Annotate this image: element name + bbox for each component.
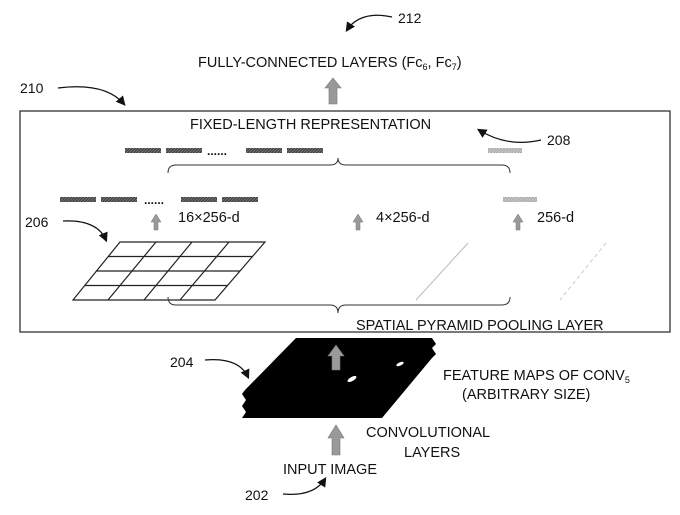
- up-arrow-icon: [327, 424, 345, 456]
- ref-206: 206: [25, 214, 49, 230]
- bin: [181, 197, 217, 202]
- up-arrow-icon: [150, 213, 162, 231]
- pooling-grid-2x2: [415, 242, 469, 301]
- ref-202-arrow: [282, 476, 327, 495]
- ellipsis: ......: [207, 144, 227, 158]
- ref-210-arrow: [57, 86, 126, 106]
- layers-label: LAYERS: [404, 445, 460, 461]
- spp-layer-box: [19, 110, 671, 333]
- ref-210: 210: [20, 80, 44, 96]
- dim-16x256: 16×256-d: [178, 210, 240, 226]
- ref-204: 204: [170, 354, 194, 370]
- bin-light: [503, 197, 537, 202]
- pooling-grid-1x1: [559, 242, 607, 301]
- dim-4x256: 4×256-d: [376, 210, 430, 226]
- fixed-length-vector: ......: [125, 144, 522, 158]
- ref-206-arrow: [62, 220, 108, 243]
- bottom-brace: [167, 296, 511, 314]
- feature-maps-stack: [242, 338, 436, 418]
- vector-bin: [287, 148, 323, 153]
- vector-bin: [166, 148, 202, 153]
- pooled-bins-row: ......: [60, 193, 537, 207]
- up-arrow-icon: [352, 213, 364, 231]
- convolutional-label: CONVOLUTIONAL: [366, 425, 490, 441]
- ref-212-arrow: [345, 14, 393, 32]
- up-arrow-icon: [512, 213, 524, 231]
- up-arrow-icon: [327, 344, 345, 371]
- bin: [222, 197, 258, 202]
- input-image-label: INPUT IMAGE: [283, 462, 377, 478]
- ref-212: 212: [398, 10, 422, 26]
- bin: [60, 197, 96, 202]
- vector-bin: [125, 148, 161, 153]
- ref-204-arrow: [204, 359, 250, 380]
- bin: [101, 197, 137, 202]
- ref-202: 202: [245, 487, 269, 503]
- dim-256: 256-d: [537, 210, 574, 226]
- spp-layer-label: SPATIAL PYRAMID POOLING LAYER: [356, 318, 604, 334]
- ref-208-arrow: [476, 128, 542, 143]
- top-brace: [167, 157, 511, 174]
- pooling-grid-4x4: [71, 241, 267, 301]
- ellipsis: ......: [144, 193, 164, 207]
- vector-bin-light: [488, 148, 522, 153]
- fixed-length-label: FIXED-LENGTH REPRESENTATION: [190, 117, 431, 133]
- arbitrary-size-label: (ARBITRARY SIZE): [462, 387, 590, 403]
- vector-bin: [246, 148, 282, 153]
- up-arrow-icon: [324, 77, 342, 105]
- ref-208: 208: [547, 132, 571, 148]
- fully-connected-label: FULLY-CONNECTED LAYERS (Fc6, Fc7): [198, 55, 462, 72]
- feature-maps-label: FEATURE MAPS OF CONV5: [443, 368, 630, 385]
